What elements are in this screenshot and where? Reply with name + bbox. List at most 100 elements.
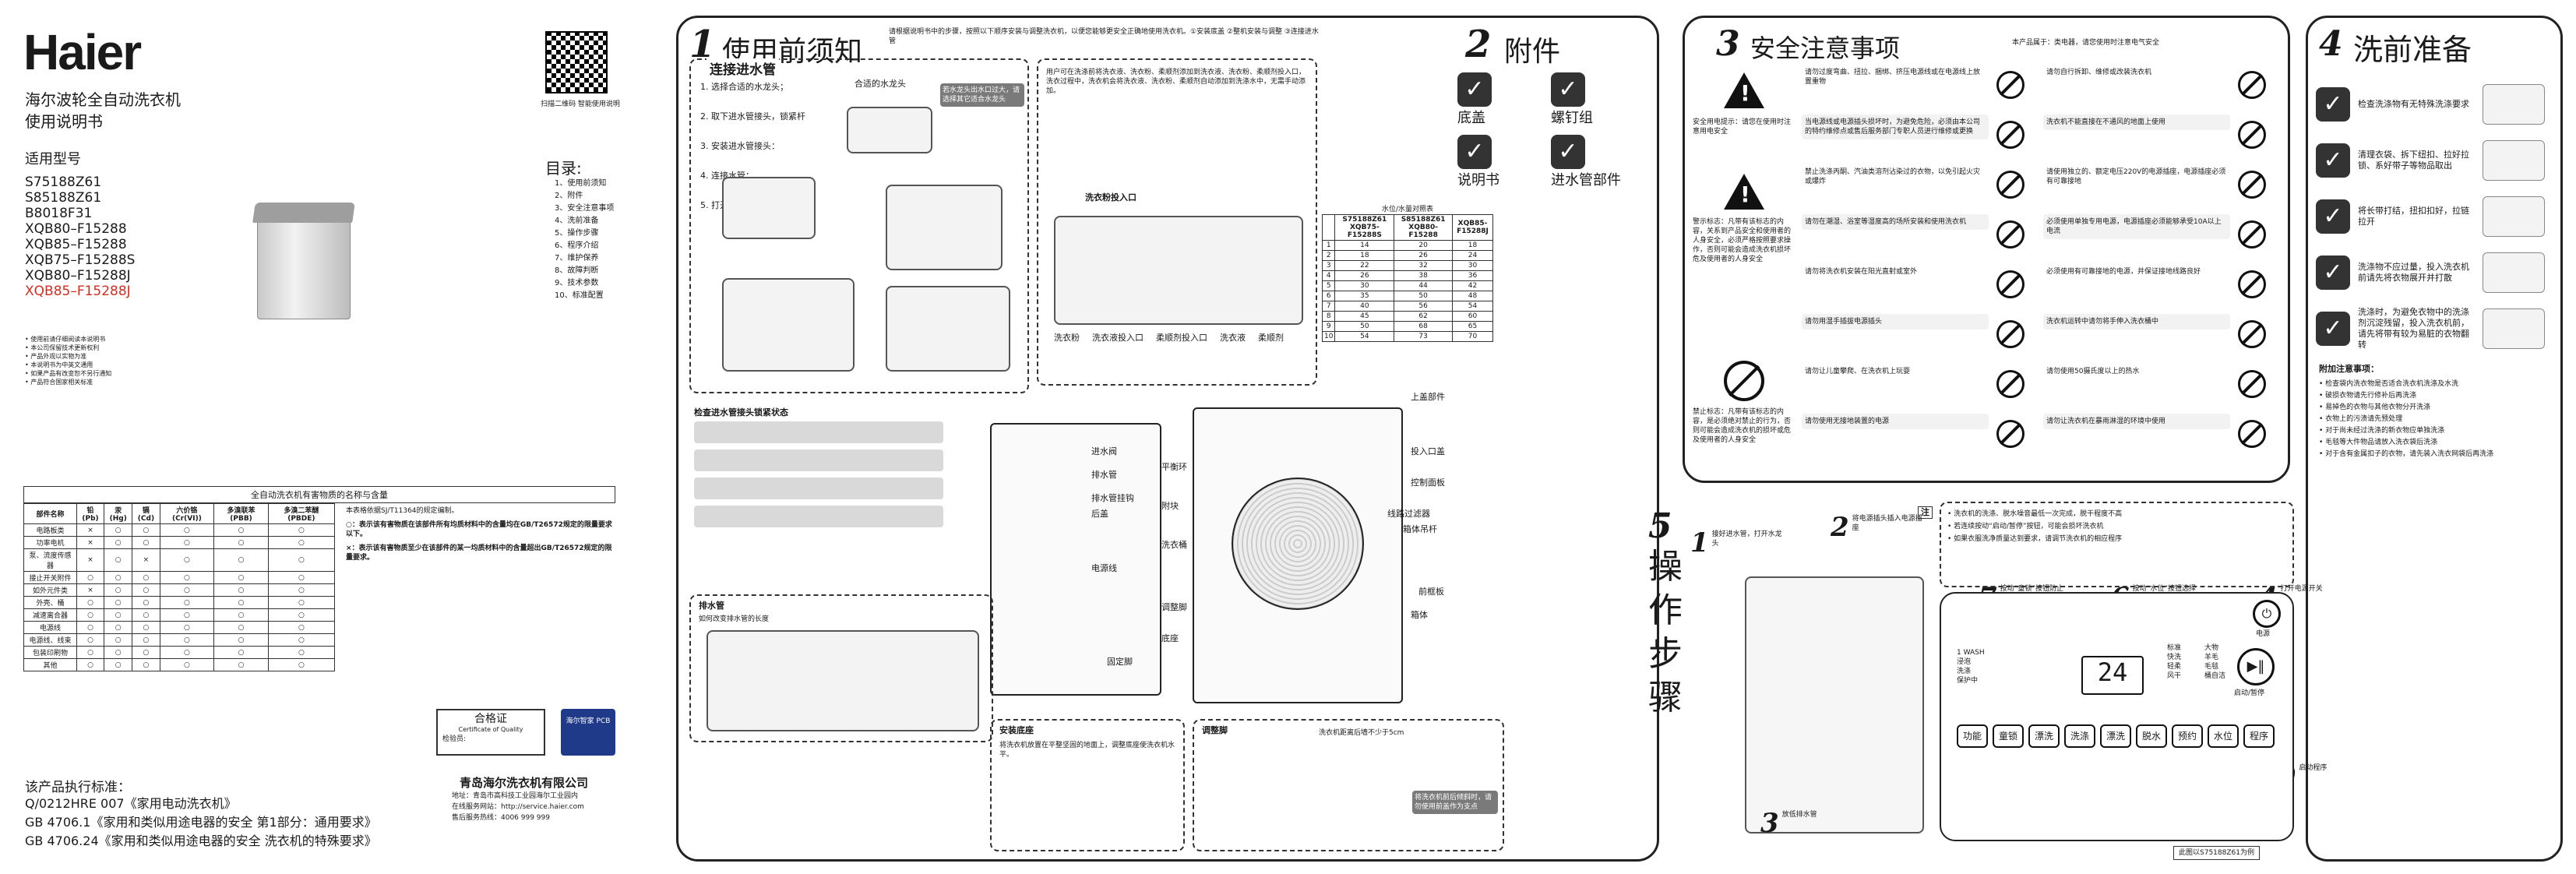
- operation-step-text: 放低排水管: [1781, 811, 1817, 819]
- model-item: S85188Z61: [25, 190, 102, 206]
- detergent-tips: 用户可在洗涤前将洗衣液、洗衣粉、柔顺剂添加到洗衣液、洗衣粉、柔顺剂投入口，洗衣过…: [1046, 69, 1306, 95]
- cert-checker: 检验员:: [442, 735, 467, 743]
- hazard-cell: ○: [132, 536, 160, 549]
- hazard-cell: ○: [132, 523, 160, 537]
- part-label: 调整脚: [1161, 602, 1187, 612]
- panel-button[interactable]: 水位: [2208, 724, 2239, 748]
- hazard-cell: ○: [104, 658, 133, 671]
- panel-button[interactable]: 脱水: [2136, 724, 2167, 748]
- hazard-header-cell: 铅(Pb): [76, 503, 105, 524]
- toc-item[interactable]: 10、标准配置: [555, 291, 604, 300]
- detergent-label: 柔顺剂投入口: [1156, 333, 1207, 343]
- prep-item-illustration: [2483, 84, 2545, 125]
- panel-button[interactable]: 童锁: [1993, 724, 2024, 748]
- hazard-cell: 电路板类: [23, 523, 77, 537]
- hazard-cell: ○: [267, 633, 336, 647]
- water-cell: 18: [1451, 240, 1494, 251]
- hazard-header-cell: 部件名称: [23, 503, 77, 524]
- hazard-table-box: 全自动洗衣机有害物质的名称与含量 部件名称铅(Pb)汞(Hg)镉(Cd)六价铬(…: [23, 486, 615, 671]
- section-3-subtitle: 本产品属于：类电器，请您使用时注意电气安全: [2012, 39, 2160, 47]
- safety-rule: 请勿自行拆卸、维修或改装洗衣机: [2043, 65, 2230, 80]
- toc-item[interactable]: 1、使用前须知: [555, 179, 607, 188]
- toc-item[interactable]: 2、附件: [555, 192, 583, 200]
- toc-item[interactable]: 8、故障判断: [555, 266, 599, 275]
- prep-item-illustration: [2483, 308, 2545, 349]
- toc-item[interactable]: 4、洗前准备: [555, 217, 599, 225]
- part-label: 箱体吊杆: [1403, 524, 1437, 534]
- hazard-cell: ○: [76, 658, 105, 671]
- qr-code[interactable]: [545, 31, 608, 93]
- cover-note: • 使用前请仔细阅读本说明书: [25, 336, 106, 343]
- part-label: 投入口盖: [1411, 446, 1445, 456]
- start-pause-button[interactable]: ▶‖: [2237, 648, 2275, 685]
- prohibited-icon: [1996, 370, 2025, 398]
- section-5-title-char: 骤: [1648, 678, 1683, 717]
- part-label: 上盖部件: [1411, 392, 1445, 402]
- washer-operation-illustration: [1745, 576, 1924, 833]
- part-label: 底座: [1161, 633, 1179, 643]
- start-pause-label: 启动/暂停: [2234, 689, 2265, 697]
- prohibited-icon: [2238, 121, 2266, 149]
- panel-button[interactable]: 功能: [1957, 724, 1988, 748]
- cover-note: • 本说明书为中英文通用: [25, 361, 93, 368]
- hazard-cell: 减速离合器: [23, 608, 77, 622]
- panel-button[interactable]: 程序: [2243, 724, 2275, 748]
- safety-rule: 当电源线或电源插头损坏时，为避免危险，必须由本公司的特约维修点或售后服务部门专职…: [1802, 115, 1989, 139]
- toc-item[interactable]: 6、程序介绍: [555, 241, 599, 250]
- panel-button[interactable]: 漂洗: [2028, 724, 2060, 748]
- company-name: 青岛海尔洗衣机有限公司: [460, 776, 589, 790]
- accessory-label: 螺钉组: [1551, 110, 1593, 126]
- water-cell: 54: [1451, 301, 1494, 312]
- hazard-note-2: ○：表示该有害物质在该部件所有均质材料中的含量均在GB/T26572规定的限量要…: [346, 521, 612, 538]
- water-cell: 38: [1394, 270, 1453, 281]
- hazard-cell: ○: [213, 523, 269, 537]
- prohibited-icon: [2238, 220, 2266, 248]
- section-3-title: 安全注意事项: [1750, 33, 1901, 63]
- safety-rule: 请勿用湿手插拔电源插头: [1802, 314, 1989, 330]
- water-cell: 24: [1451, 250, 1494, 261]
- section-3-panel: 3 安全注意事项 本产品属于：类电器，请您使用时注意电气安全 安全用电提示：请您…: [1683, 16, 2290, 483]
- water-cell: 18: [1334, 250, 1395, 261]
- drain-box: 排水管 如何改变排水管的长度: [689, 594, 993, 742]
- toc-item[interactable]: 7、维护保养: [555, 254, 599, 263]
- prep-item-text: 洗涤物不应过量，投入洗衣机前请先将衣物展开并打散: [2358, 262, 2469, 283]
- model-item: XQB85–F15288J: [25, 284, 131, 299]
- water-cell: 7: [1321, 301, 1336, 312]
- panel-right-label: 毛毯: [2204, 663, 2219, 671]
- hazard-cell: ○: [76, 633, 105, 647]
- faucet-label: 合适的水龙头: [855, 79, 906, 89]
- inlet-check-title: 检查进水管接头锁紧状态: [694, 407, 788, 418]
- panel-button[interactable]: 洗涤: [2064, 724, 2095, 748]
- water-cell: 60: [1451, 311, 1494, 322]
- warning-triangle-icon: [1724, 72, 1764, 108]
- company-website[interactable]: 在线服务网站：http://service.haier.com: [452, 803, 584, 811]
- prohibited-icon: [1724, 361, 1764, 401]
- panel-left-label: 洗涤: [1957, 668, 1972, 675]
- hazard-cell: ○: [213, 608, 269, 622]
- hazard-cell: ○: [267, 583, 336, 597]
- hazard-cell: ○: [76, 571, 105, 584]
- power-button[interactable]: ⏻: [2253, 600, 2281, 628]
- water-header-cell: XQB85-F15288J: [1451, 214, 1494, 241]
- ad-badge: 海尔智家 PCB: [561, 709, 615, 756]
- water-cell: 48: [1451, 291, 1494, 301]
- toc-item[interactable]: 3、安全注意事项: [555, 204, 615, 213]
- water-cell: 44: [1394, 280, 1453, 291]
- prep-note: • 毛毯等大件物品请放入洗衣袋后洗涤: [2319, 439, 2438, 446]
- hazard-header-cell: 六价铬(Cr(VI)): [159, 503, 215, 524]
- checkmark-icon: ✓: [1457, 135, 1492, 169]
- panel-button[interactable]: 漂洗: [2100, 724, 2131, 748]
- toc-item[interactable]: 5、操作步骤: [555, 229, 599, 238]
- toc-item[interactable]: 9、技术参数: [555, 279, 599, 287]
- standard-item: Q/0212HRE 007《家用电动洗衣机》: [25, 796, 237, 811]
- operation-note: • 洗衣机的洗涤、脱水噪音最低一次完成，脱干程度不高: [1947, 510, 2123, 518]
- hazard-cell: 电源线、线束: [23, 633, 77, 647]
- prep-item-text: 将长带打结，扭扣扣好，拉链拉开: [2358, 206, 2469, 227]
- operation-step-text: 将电源插头插入电源插座: [1852, 515, 1922, 532]
- toc-list: 1、使用前须知 2、附件 3、安全注意事项 4、洗前准备 5、操作步骤 6、程序介绍 7、维…: [555, 178, 614, 302]
- panel-button[interactable]: 预约: [2172, 724, 2203, 748]
